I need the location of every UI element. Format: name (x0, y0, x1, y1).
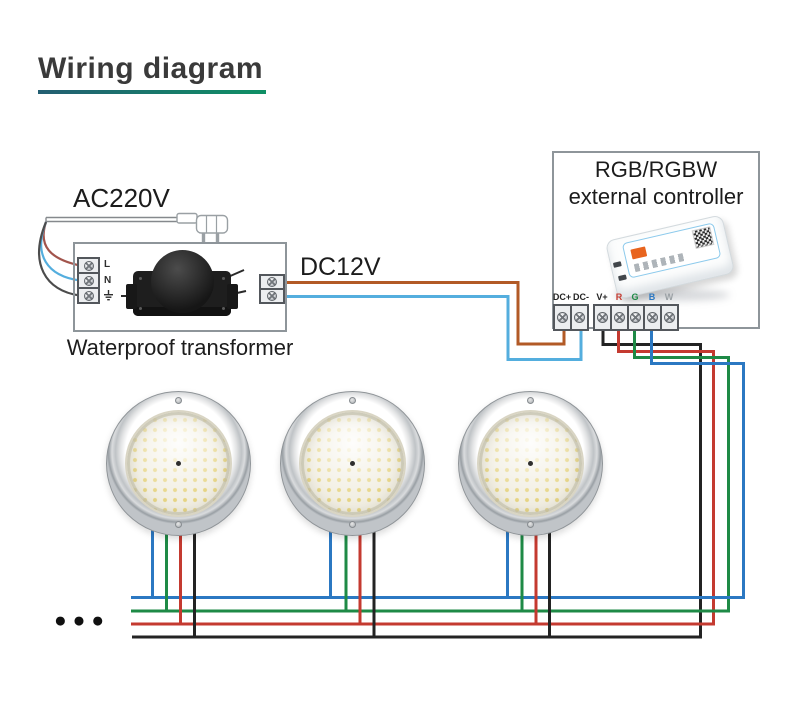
brand-logo-icon (630, 246, 648, 260)
controller-title-line2: external controller (568, 184, 744, 209)
rim-screw-hole-icon (175, 397, 182, 404)
terminal-n (79, 272, 98, 287)
screw-icon (596, 312, 608, 323)
led-face (477, 410, 584, 517)
screw-icon (83, 260, 94, 271)
screw-icon (83, 290, 94, 301)
pool-light-3 (458, 391, 603, 536)
terminal-label-b: B (648, 292, 656, 302)
terminal-dc-out-plus (261, 276, 283, 288)
screw-icon (647, 312, 659, 323)
ac-cord-bottom (45, 217, 178, 223)
transformer-screw-dot (222, 307, 225, 310)
terminal-dc-minus (570, 306, 587, 329)
transformer-tab-right (227, 284, 238, 309)
terminal-label-g: G (631, 292, 639, 302)
controller-title: RGB/RGBW external controller (552, 156, 760, 210)
terminal-b (643, 306, 660, 329)
screw-icon (83, 275, 94, 286)
ac-wire-ground-gray (38, 221, 81, 297)
wire-b-blue (131, 310, 745, 599)
terminal-label-vplus: V+ (596, 292, 608, 302)
transformer-output-terminal-block (259, 274, 285, 304)
terminal-label-w: W (664, 292, 674, 302)
earth-ground-icon (104, 290, 113, 301)
transformer-screw-dot (139, 277, 142, 280)
wire-g-green (131, 310, 730, 613)
page-title: Wiring diagram (38, 52, 264, 85)
rim-screw-hole-icon (527, 521, 534, 528)
screw-icon (574, 312, 585, 323)
plug-body-lines (205, 216, 218, 233)
terminal-w (660, 306, 677, 329)
device-port-icon (617, 274, 627, 282)
terminal-l (79, 259, 98, 272)
terminal-r (609, 306, 627, 329)
ac-voltage-label: AC220V (73, 183, 170, 213)
device-port-icon (612, 261, 622, 268)
plug-body (195, 214, 229, 234)
dc-voltage-label: DC12V (300, 253, 381, 281)
dc-minus-wire-lightblue (272, 295, 583, 361)
terminal-label-r: R (615, 292, 623, 302)
transformer-caption: Waterproof transformer (66, 335, 294, 360)
screw-icon (267, 291, 277, 301)
rim-screw-hole-icon (175, 521, 182, 528)
terminal-dc-out-minus (261, 288, 283, 302)
terminal-label-dc-plus: DC+ (552, 292, 572, 302)
more-lights-ellipsis: ●●● (54, 609, 111, 632)
transformer-enclosure (73, 242, 287, 332)
terminal-dc-plus (555, 306, 570, 329)
screw-icon (630, 312, 642, 323)
rim-screw-hole-icon (349, 397, 356, 404)
screw-icon (557, 312, 568, 323)
controller-output-terminal-group (593, 304, 679, 331)
terminal-label-l: L (104, 259, 111, 270)
controller-title-line1: RGB/RGBW (594, 157, 718, 182)
pool-light-1 (106, 391, 251, 536)
qr-code-icon (691, 226, 715, 249)
pool-light-2 (280, 391, 425, 536)
terminal-g (626, 306, 644, 329)
led-face (125, 410, 232, 517)
transformer-screw-dot (139, 307, 142, 310)
rim-screw-hole-icon (527, 397, 534, 404)
transformer-tab-left (126, 284, 137, 309)
terminal-label-n: N (104, 275, 112, 286)
transformer-input-terminal-block (77, 257, 100, 304)
controller-dc-terminal-group (553, 304, 589, 331)
terminal-vplus (595, 306, 610, 329)
transformer-screw-dot (222, 277, 225, 280)
rim-screw-hole-icon (349, 521, 356, 528)
terminal-label-dc-minus: DC- (573, 292, 589, 302)
terminal-ground (79, 287, 98, 302)
screw-icon (267, 277, 277, 287)
screw-icon (664, 312, 676, 323)
screw-icon (613, 312, 625, 323)
dc-plus-wire-orange (272, 281, 566, 346)
led-face (299, 410, 406, 517)
title-underline (38, 90, 266, 94)
plug-neck (176, 212, 198, 224)
wire-vplus-black (132, 310, 702, 639)
wire-r-red (131, 310, 715, 626)
transformer-coil (151, 250, 214, 313)
